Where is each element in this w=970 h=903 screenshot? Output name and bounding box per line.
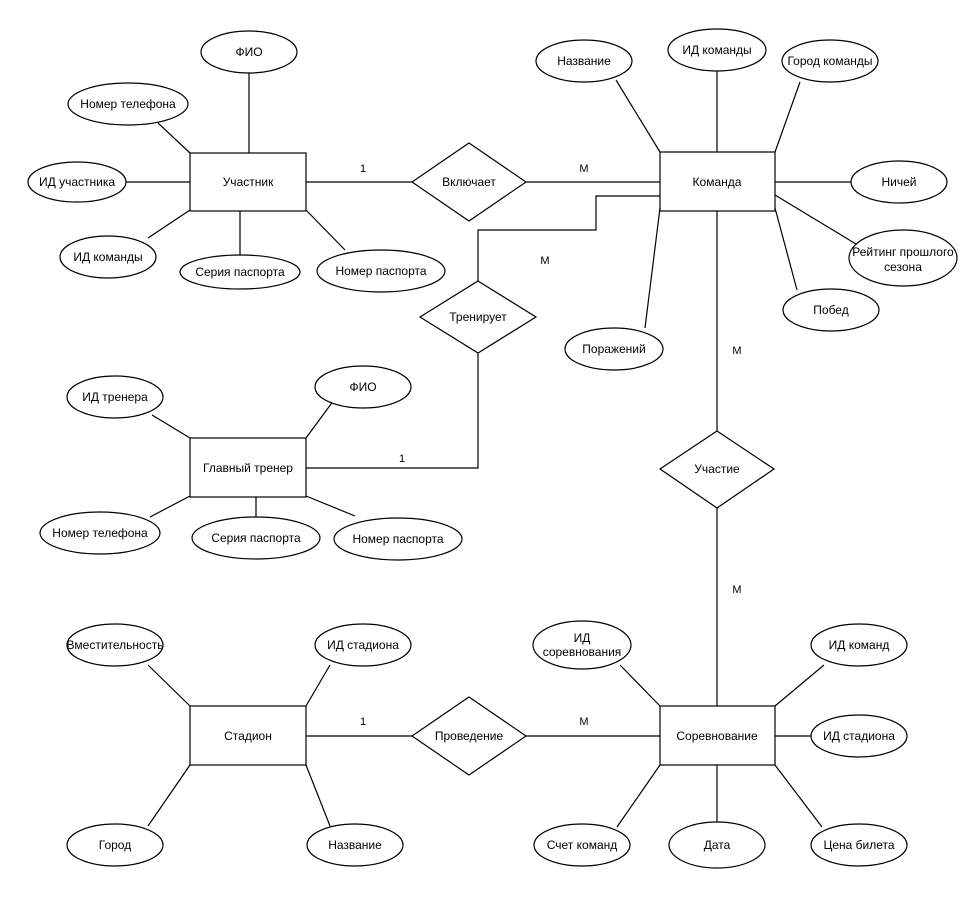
svg-text:Название: Название <box>557 54 611 68</box>
attr-competition-teams-id: ИД команд <box>810 623 908 667</box>
svg-text:Цена билета: Цена билета <box>823 838 894 852</box>
relationship-includes-label: Включает <box>442 175 496 189</box>
attr-participant-id: ИД участника <box>27 161 127 203</box>
relationship-trains: Тренирует <box>418 280 538 354</box>
svg-text:Город: Город <box>99 838 131 852</box>
attr-coach-passport-series: Серия паспорта <box>191 516 321 560</box>
attr-participant-team-id: ИД команды <box>59 235 157 279</box>
entity-team-label: Команда <box>693 175 742 189</box>
svg-text:ИД участника: ИД участника <box>39 175 115 189</box>
svg-text:ФИО: ФИО <box>349 380 376 394</box>
cardinality-participant-includes: 1 <box>360 163 366 175</box>
entity-participant-label: Участник <box>223 175 274 189</box>
cardinality-team-participation: M <box>732 345 741 357</box>
svg-text:ИД команд: ИД команд <box>829 638 890 652</box>
svg-text:ИД тренера: ИД тренера <box>82 390 148 404</box>
svg-text:ИД стадиона: ИД стадиона <box>823 729 895 743</box>
attr-participant-passport-series: Серия паспорта <box>179 254 301 290</box>
svg-text:ИД стадиона: ИД стадиона <box>327 638 399 652</box>
attr-team-draws: Ничей <box>850 160 948 204</box>
attr-team-losses: Поражений <box>564 327 664 371</box>
attr-stadium-id: ИД стадиона <box>314 623 412 667</box>
cardinality-competition-hosting: M <box>579 716 588 728</box>
svg-text:Номер телефона: Номер телефона <box>80 97 176 111</box>
relationship-hosting: Проведение <box>410 696 528 776</box>
attr-competition-date: Дата <box>668 821 766 869</box>
attr-coach-fio: ФИО <box>314 365 412 409</box>
entity-participant: Участник <box>189 152 307 212</box>
attr-stadium-name: Название <box>306 823 404 867</box>
attr-team-rating: Рейтинг прошлого сезона <box>848 229 958 287</box>
svg-text:соревнования: соревнования <box>543 645 622 659</box>
cardinality-coach-trains: 1 <box>399 453 405 465</box>
svg-text:ИД: ИД <box>574 631 591 645</box>
attr-team-city: Город команды <box>781 39 879 83</box>
attr-team-wins: Побед <box>782 288 880 332</box>
cardinality-competition-participation: M <box>732 584 741 596</box>
svg-text:Ничей: Ничей <box>882 175 917 189</box>
svg-text:Вместительность: Вместительность <box>67 638 164 652</box>
entity-head-coach-label: Главный тренер <box>203 461 293 475</box>
svg-text:Дата: Дата <box>704 838 731 852</box>
relationship-includes: Включает <box>410 142 528 222</box>
attr-competition-stadium-id: ИД стадиона <box>810 714 908 758</box>
relationship-participation: Участие <box>658 430 776 509</box>
attr-competition-ticket-price: Цена билета <box>810 823 908 867</box>
svg-text:Побед: Побед <box>813 303 848 317</box>
svg-text:ИД команды: ИД команды <box>73 250 142 264</box>
entity-team: Команда <box>659 151 776 212</box>
svg-text:Поражений: Поражений <box>582 342 645 356</box>
svg-text:Город команды: Город команды <box>787 54 872 68</box>
svg-text:Рейтинг прошлого: Рейтинг прошлого <box>852 245 954 259</box>
attr-competition-score: Счет команд <box>533 823 631 867</box>
relationship-trains-label: Тренирует <box>449 310 507 324</box>
attr-competition-id: ИД соревнования <box>532 620 632 670</box>
svg-text:Номер паспорта: Номер паспорта <box>352 532 443 546</box>
svg-text:Номер телефона: Номер телефона <box>52 526 148 540</box>
svg-text:Счет команд: Счет команд <box>547 838 618 852</box>
attr-team-id: ИД команды <box>667 28 767 72</box>
attr-coach-phone: Номер телефона <box>39 511 161 555</box>
attr-stadium-capacity: Вместительность <box>66 623 164 667</box>
entity-competition: Соревнование <box>659 705 776 766</box>
svg-text:Номер паспорта: Номер паспорта <box>335 264 426 278</box>
connectors <box>126 71 857 828</box>
svg-text:Название: Название <box>328 838 382 852</box>
cardinality-labels: 1 M M 1 M M 1 M <box>360 163 742 728</box>
svg-text:сезона: сезона <box>884 260 922 274</box>
entity-competition-label: Соревнование <box>676 729 758 743</box>
attr-participant-passport-number: Номер паспорта <box>316 249 446 293</box>
svg-text:ФИО: ФИО <box>235 45 262 59</box>
svg-text:ИД команды: ИД команды <box>682 43 751 57</box>
entity-head-coach: Главный тренер <box>189 437 307 498</box>
entity-stadium-label: Стадион <box>224 729 272 743</box>
relationship-participation-label: Участие <box>694 462 740 476</box>
attr-participant-fio: ФИО <box>200 30 298 74</box>
relationship-hosting-label: Проведение <box>435 729 504 743</box>
attr-participant-phone: Номер телефона <box>67 82 189 126</box>
attr-team-name: Название <box>535 39 633 83</box>
cardinality-stadium-hosting: 1 <box>360 716 366 728</box>
attr-coach-passport-number: Номер паспорта <box>333 517 463 561</box>
entity-stadium: Стадион <box>189 705 307 766</box>
attr-stadium-city: Город <box>66 823 164 867</box>
cardinality-team-includes: M <box>579 163 588 175</box>
svg-text:Серия паспорта: Серия паспорта <box>211 531 301 545</box>
attr-coach-id: ИД тренера <box>66 375 164 419</box>
cardinality-team-trains: M <box>540 255 549 267</box>
svg-text:Серия паспорта: Серия паспорта <box>195 265 285 279</box>
